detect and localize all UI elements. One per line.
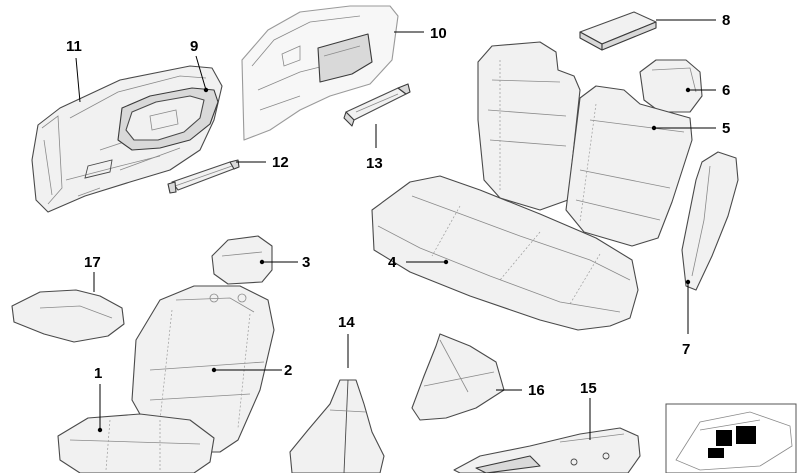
callout-16: 16: [528, 382, 545, 399]
front-seat-backrest: [131, 285, 275, 453]
armrest: [11, 289, 125, 343]
callout-12: 12: [272, 154, 289, 171]
callout-3: 3: [302, 254, 310, 271]
rear-headrest: [639, 59, 703, 113]
console-rail: [453, 427, 641, 473]
callout-15: 15: [580, 380, 597, 397]
door-insert: [117, 87, 219, 151]
callout-10: 10: [430, 25, 447, 42]
front-seat-cushion: [57, 413, 215, 473]
storage-tray: [579, 11, 657, 51]
callout-4: 4: [388, 254, 397, 271]
door-bracket: [167, 159, 240, 194]
callout-labels: 1 2 3 4 5 6 7 8 9 10 11 12 13 14 15 16 1…: [66, 12, 730, 399]
callout-13: 13: [366, 155, 383, 172]
callout-7: 7: [682, 341, 690, 358]
side-bolster: [681, 151, 739, 291]
leader-lines: [75, 19, 716, 440]
callout-2: 2: [284, 362, 292, 379]
side-bracket: [343, 83, 411, 127]
front-headrest: [211, 235, 273, 285]
callout-5: 5: [722, 120, 730, 137]
callout-11: 11: [66, 38, 82, 55]
callout-9: 9: [190, 38, 198, 55]
callout-6: 6: [722, 82, 730, 99]
rear-side-panel: [241, 5, 399, 141]
vehicle-location-inset: [665, 403, 797, 473]
callout-17: 17: [84, 254, 101, 271]
rear-seat-cushion: [371, 175, 639, 331]
callout-8: 8: [722, 12, 730, 29]
callout-14: 14: [338, 314, 355, 331]
callout-1: 1: [94, 365, 102, 382]
handbrake-boot: [411, 333, 505, 421]
rear-seat-backrest: [477, 41, 693, 247]
gear-boot: [289, 379, 385, 473]
